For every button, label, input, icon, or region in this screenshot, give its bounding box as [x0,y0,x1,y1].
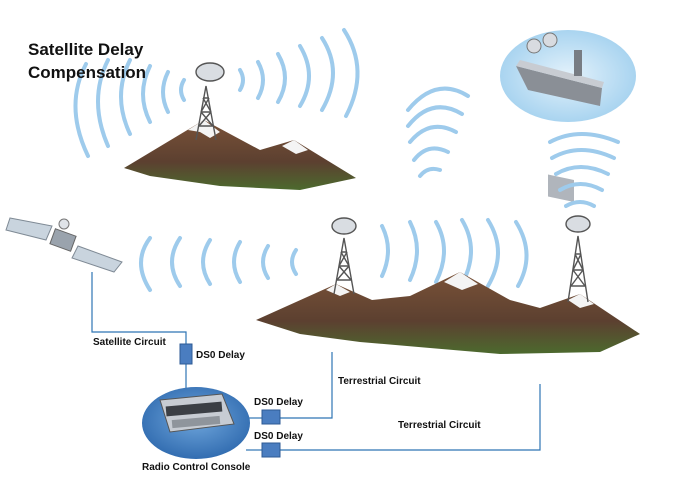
mountain-range-bottom [256,272,640,354]
terrestrial-circuit-2-label: Terrestrial Circuit [398,420,481,431]
ship-icon [500,30,636,203]
tower-right [565,215,591,303]
ds0-delay-box-satellite [179,343,193,365]
circuit-lines [91,272,541,451]
radio-control-console-label: Radio Control Console [142,462,251,473]
wave-group-ship-link [406,86,620,208]
ds0-delay-box-1 [261,409,281,425]
title-line-1: Satellite Delay [28,40,144,59]
ds0-delay-1-label: DS0 Delay [254,397,303,408]
title-line-2: Compensation [28,63,147,82]
ds0-delay-2-label: DS0 Delay [254,431,303,442]
terrestrial-circuit-2-line [280,384,541,451]
satellite-circuit-label: Satellite Circuit [93,337,166,348]
radio-control-console-icon [142,387,250,459]
ds0-delay-satellite-label: DS0 Delay [196,350,245,361]
mountain-top-left [124,120,356,190]
tower-top [195,62,225,141]
wave-group-top-tower [73,28,360,158]
ds0-delay-box-2 [261,442,281,458]
tower-middle [331,217,357,295]
diagram-title: Satellite Delay Compensation [28,38,146,84]
terrestrial-circuit-1-line [280,352,333,419]
terrestrial-circuit-1-label: Terrestrial Circuit [338,376,421,387]
satellite-circuit-line [91,272,187,344]
wave-group-satellite-link [139,218,529,292]
satellite-icon [5,217,123,273]
